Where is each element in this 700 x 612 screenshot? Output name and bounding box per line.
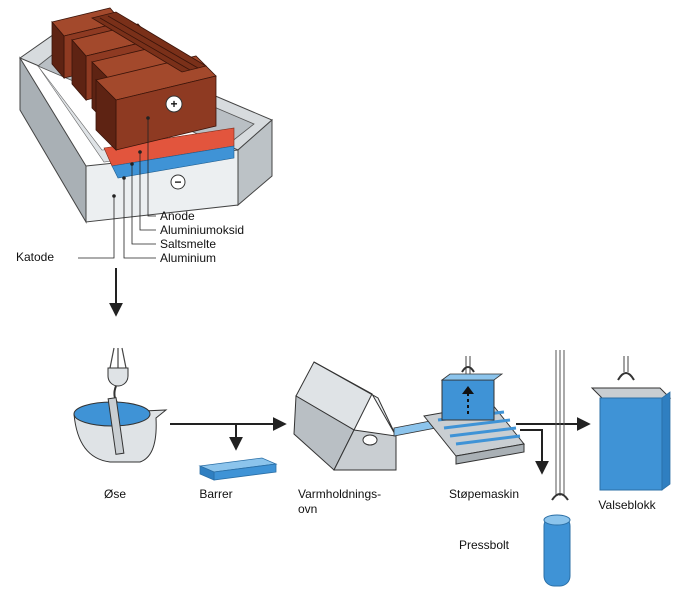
- ladle: [73, 347, 168, 463]
- label-barrer: Barrer: [199, 487, 233, 501]
- label-valseblokk: Valseblokk: [598, 498, 656, 512]
- holding-furnace: [293, 361, 397, 471]
- cathode-sign: −: [174, 175, 182, 189]
- busbar: [90, 11, 208, 73]
- label-pressbolt: Pressbolt: [458, 538, 510, 552]
- aluminium-layer: [111, 145, 235, 179]
- billet-crane: [543, 350, 571, 587]
- cell-right-wall: [237, 118, 273, 207]
- cathode-symbol: [170, 174, 186, 190]
- anode-symbol: [165, 95, 183, 113]
- electrolysis-cell: [18, 7, 273, 259]
- label-stopemaskin: Støpemaskin: [448, 487, 520, 501]
- label-saltsmelte: Saltsmelte: [160, 237, 217, 251]
- label-ovn-line1: Varmholdnings-: [298, 487, 382, 501]
- label-katode: Katode: [16, 250, 55, 264]
- legend-leaders: [78, 118, 156, 259]
- label-aluminium: Aluminium: [160, 251, 217, 265]
- ingot: [198, 457, 278, 481]
- casting-machine: [393, 356, 525, 465]
- rolling-block: [590, 356, 672, 491]
- flow-arrows: [109, 268, 591, 475]
- anode-sign: +: [170, 97, 178, 111]
- label-anode: Anode: [160, 209, 195, 223]
- label-ovn-line2: ovn: [298, 502, 318, 516]
- label-aluminiumoksid: Aluminiumoksid: [160, 223, 245, 237]
- label-ose: Øse: [103, 487, 127, 501]
- arrow-down-to-billet: [520, 429, 549, 475]
